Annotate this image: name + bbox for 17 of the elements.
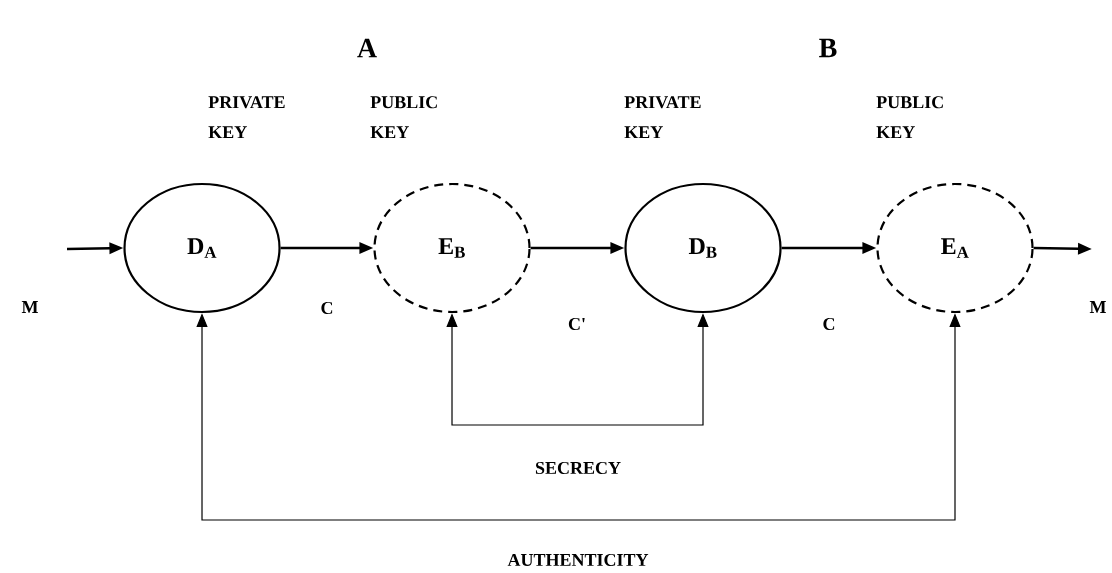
ellipse-node: E$_{A}$ (876, 182, 1034, 314)
edge-label: C (821, 316, 837, 332)
key-label: PRIVATE KEY (624, 96, 701, 139)
edge-label: M (1088, 300, 1108, 314)
edge-label: SECRECY (534, 460, 622, 476)
ellipse-node: E$_{B}$ (373, 182, 531, 314)
key-label: PUBLIC KEY (876, 96, 943, 139)
edge-label: AUTHENTICITY (506, 552, 650, 568)
key-label: PRIVATE KEY (208, 96, 285, 139)
ellipse-node: D$_{A}$ (123, 182, 281, 314)
ellipse-node: D$_{B}$ (624, 182, 782, 314)
edge-label: C' (567, 316, 587, 332)
party-heading: A (357, 38, 377, 58)
key-label: PUBLIC KEY (370, 96, 437, 139)
edge-label: M (20, 300, 40, 314)
party-heading: B (819, 38, 837, 58)
edge-label: C (319, 300, 335, 316)
